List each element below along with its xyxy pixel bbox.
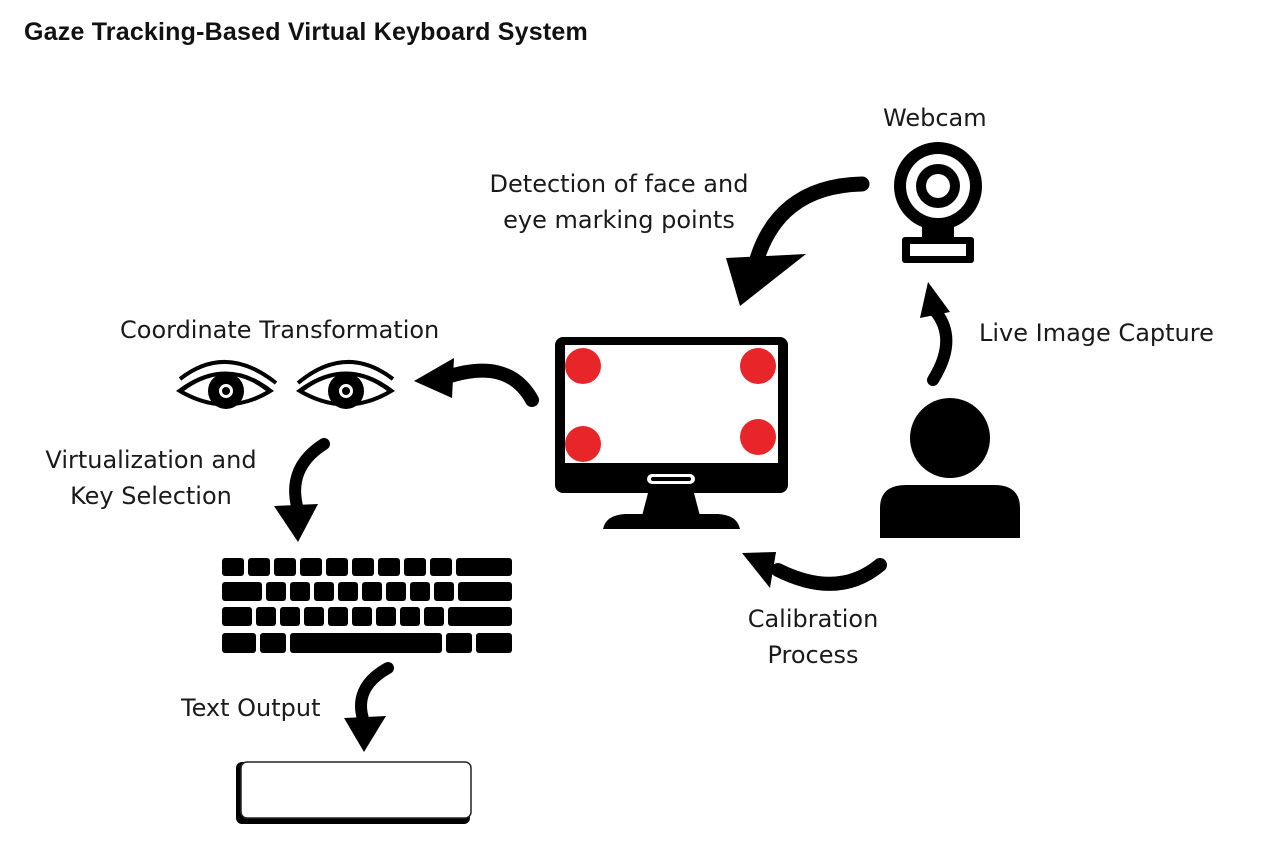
detection-label: Detection of face and eye marking points	[470, 166, 768, 238]
detection-label-line2: eye marking points	[503, 206, 735, 234]
coordinate-transformation-label: Coordinate Transformation	[120, 316, 440, 344]
arrow-webcam-to-monitor	[726, 176, 870, 306]
calibration-label-line1: Calibration	[747, 605, 879, 633]
virtualization-label: Virtualization and Key Selection	[30, 442, 272, 514]
right-eye-icon	[296, 359, 395, 409]
diagram-title: Gaze Tracking-Based Virtual Keyboard Sys…	[24, 18, 588, 46]
arrow-monitor-to-eyes	[414, 358, 539, 407]
eyes-icon	[176, 359, 395, 409]
live-image-capture-label: Live Image Capture	[979, 319, 1214, 347]
calibration-label: Calibration Process	[730, 601, 896, 673]
webcam-icon	[894, 142, 982, 263]
user-icon	[880, 398, 1020, 538]
detection-label-line1: Detection of face and	[489, 170, 749, 198]
calibration-label-line2: Process	[767, 641, 859, 669]
text-output-label: Text Output	[181, 694, 321, 722]
arrow-user-to-webcam	[920, 282, 953, 386]
calibration-point-bottom-left	[565, 426, 601, 462]
virtualization-label-line1: Virtualization and	[45, 446, 257, 474]
calibration-point-bottom-right	[740, 419, 776, 455]
arrow-eyes-to-keyboard	[274, 438, 330, 542]
keyboard-icon	[222, 558, 512, 653]
calibration-point-top-left	[565, 348, 601, 384]
arrow-user-to-monitor	[742, 552, 887, 591]
monitor-icon	[555, 337, 788, 529]
virtualization-label-line2: Key Selection	[70, 482, 232, 510]
left-eye-icon	[176, 359, 278, 409]
webcam-label: Webcam	[883, 104, 987, 132]
text-output-box	[236, 761, 472, 824]
arrow-keyboard-to-text-output	[344, 662, 394, 752]
calibration-point-top-right	[740, 348, 776, 384]
